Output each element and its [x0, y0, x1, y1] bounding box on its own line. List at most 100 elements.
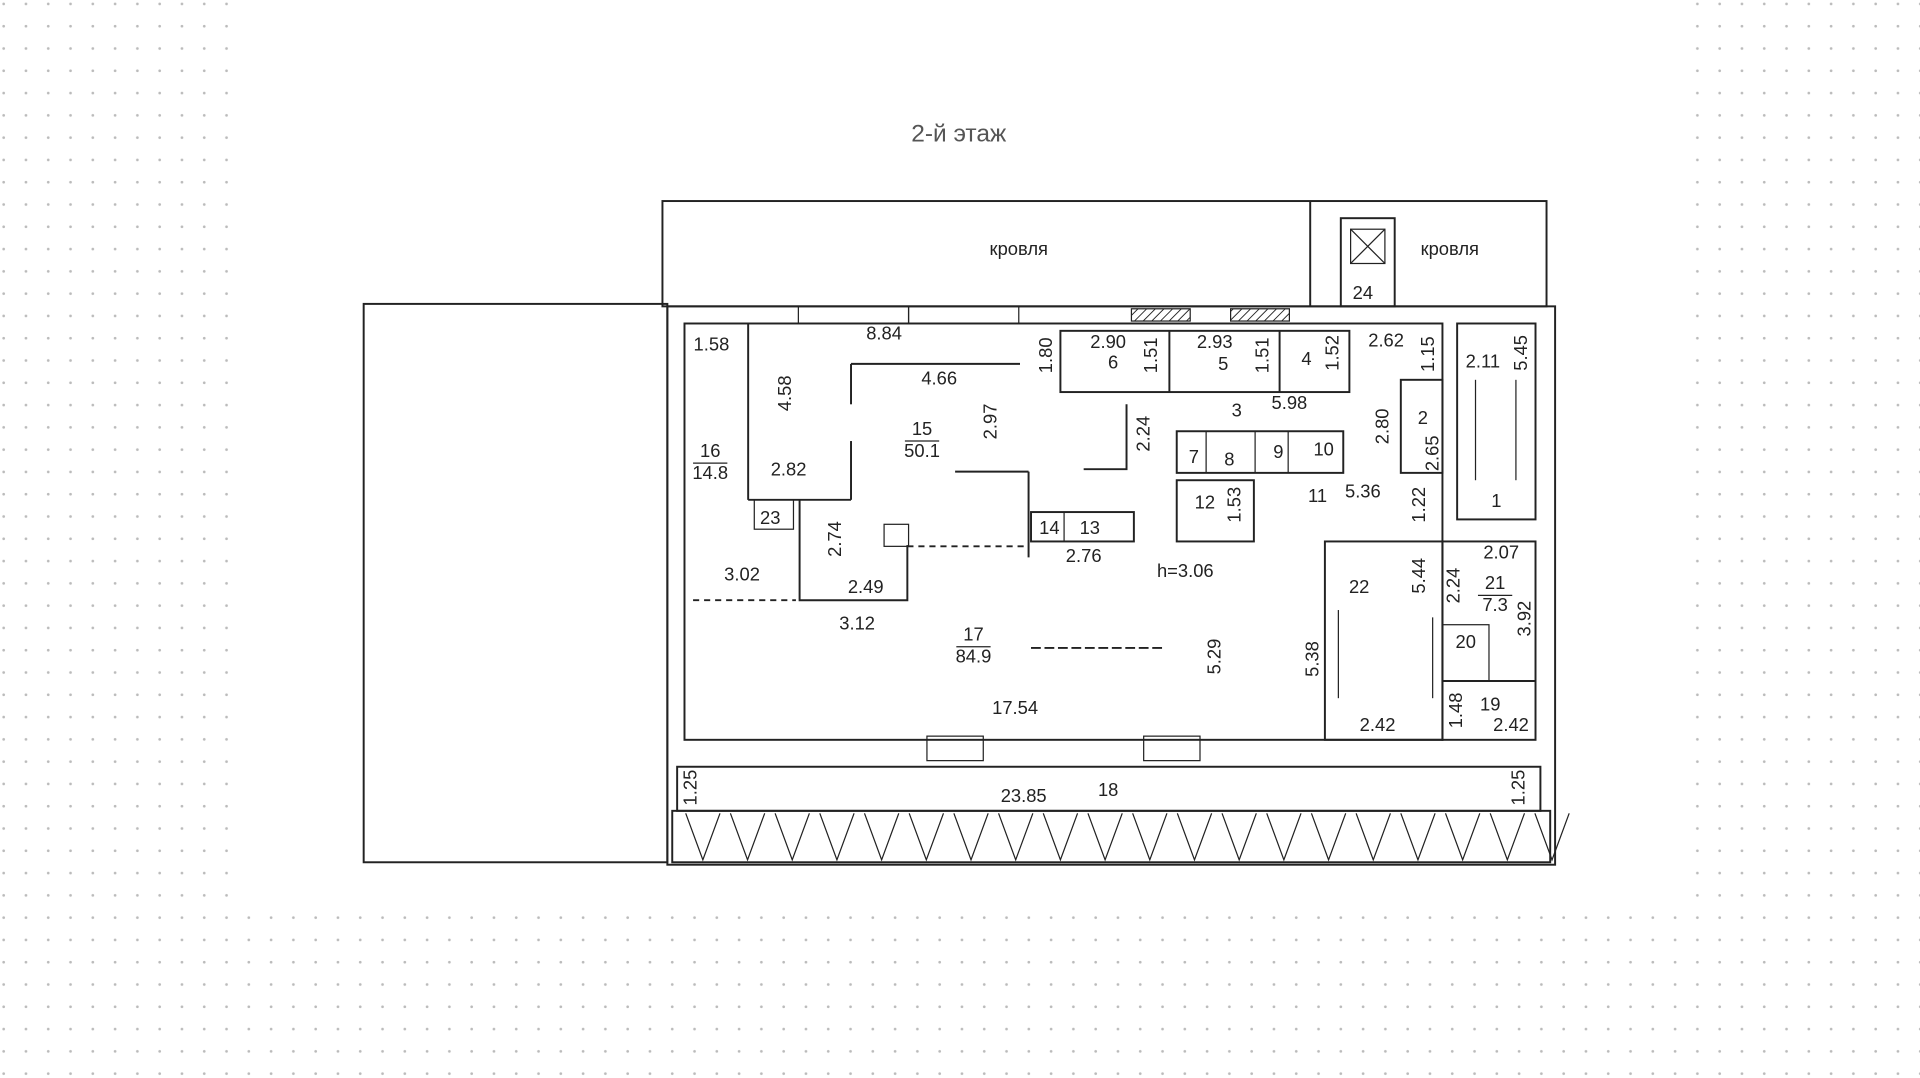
dimension-label: 1.51: [1252, 337, 1273, 373]
ceiling-height: h=3.06: [1157, 560, 1214, 581]
facade-triangle: [997, 813, 1034, 862]
room-number: 19: [1480, 693, 1500, 714]
facade-triangle: [729, 813, 766, 862]
dimension-label: 2.42: [1493, 714, 1529, 735]
dimension-label: 2.24: [1443, 568, 1464, 604]
room-number: 15: [912, 418, 932, 439]
dimension-label: 1.53: [1223, 487, 1244, 523]
walls: [362, 200, 1570, 866]
dimension-label: 3.02: [724, 564, 760, 585]
dimension-label: 2.07: [1483, 542, 1519, 563]
facade-triangle: [863, 813, 900, 862]
dimension-label: 2.82: [771, 458, 807, 479]
room-area: 84.9: [956, 646, 992, 667]
room-number: 8: [1224, 448, 1234, 469]
room-number: 20: [1456, 631, 1476, 652]
dimension-label: 2.65: [1422, 435, 1443, 471]
facade-triangle: [1400, 813, 1436, 862]
dimension-label: 2.24: [1133, 416, 1154, 452]
dimension-label: 2.74: [824, 521, 845, 557]
dimension-label: 2.93: [1197, 331, 1233, 352]
facade-triangle: [953, 813, 989, 862]
facade-triangle: [819, 813, 855, 862]
dimension-label: 2.90: [1090, 331, 1126, 352]
room-number: 9: [1273, 441, 1283, 462]
dimension-label: 1.51: [1140, 337, 1161, 373]
dimension-label: 2.76: [1066, 545, 1102, 566]
room-number: 17: [963, 624, 983, 645]
room-number: 7: [1189, 446, 1199, 467]
facade-triangle: [908, 813, 945, 862]
dimension-label: 1.15: [1417, 336, 1438, 372]
roof-labels: кровля кровля: [990, 238, 1479, 259]
dimension-label: 5.29: [1204, 639, 1225, 675]
room-number: 2: [1418, 407, 1428, 428]
dimension-label: 1.52: [1321, 335, 1342, 371]
roof-label: кровля: [1421, 238, 1479, 259]
dimension-label: 2.11: [1466, 351, 1500, 372]
room-number: 21: [1485, 572, 1505, 593]
dimension-label: 3.92: [1514, 601, 1535, 637]
facade-triangle: [1444, 813, 1481, 862]
dimension-label: 2.62: [1368, 330, 1404, 351]
dimension-label: 2.49: [848, 576, 884, 597]
roof-label: кровля: [990, 238, 1048, 259]
dimension-label: 4.66: [921, 368, 957, 389]
facade-triangle: [1310, 813, 1347, 862]
facade-triangle: [1489, 813, 1526, 862]
room-number: 3: [1232, 399, 1242, 420]
dimension-label: 1.48: [1445, 693, 1466, 729]
facade-triangle: [685, 813, 721, 862]
room-number: 1: [1491, 490, 1501, 511]
room-number: 22: [1349, 576, 1369, 597]
room-area: 7.3: [1482, 594, 1508, 615]
facade-triangle: [774, 813, 810, 862]
dimension-label: 4.58: [774, 375, 795, 411]
room-number: 16: [700, 440, 720, 461]
dimension-label: 23.85: [1001, 785, 1047, 806]
dimension-label: 17.54: [992, 697, 1038, 718]
dimension-label: 1.25: [1507, 770, 1528, 806]
facade-triangle: [1355, 813, 1391, 862]
facade-triangle: [1132, 813, 1168, 862]
room-number: 4: [1301, 348, 1311, 369]
dimension-label: 5.44: [1408, 558, 1429, 594]
room-number: 6: [1108, 352, 1118, 373]
room-number: 13: [1080, 517, 1100, 538]
dimension-label: 1.22: [1408, 487, 1429, 523]
room-number: 24: [1353, 282, 1373, 303]
dimension-label: 2.97: [980, 404, 1001, 440]
floor-title: 2-й этаж: [911, 120, 1007, 147]
dimension-label: 2.80: [1372, 408, 1393, 444]
room-number: 11: [1308, 485, 1327, 506]
facade-triangle: [1176, 813, 1213, 862]
room-number: 12: [1195, 491, 1215, 512]
dimension-label: 8.84: [866, 322, 902, 343]
room-number: 10: [1313, 439, 1333, 460]
room-number: 23: [760, 507, 780, 528]
facade-triangle: [1042, 813, 1079, 862]
room-area: 50.1: [904, 440, 940, 461]
facade-triangle: [1266, 813, 1302, 862]
dimension-label: 5.98: [1272, 392, 1308, 413]
dimension-label: 2.42: [1360, 714, 1396, 735]
room-number: 18: [1098, 779, 1118, 800]
facade-triangle: [1534, 813, 1570, 862]
dimension-label: 1.25: [680, 770, 701, 806]
dimension-label: 5.45: [1510, 335, 1531, 371]
dimension-label: 3.12: [839, 613, 875, 634]
dimension-label: 1.58: [694, 333, 730, 354]
facade-triangle: [1221, 813, 1257, 862]
dimension-label: 5.36: [1345, 480, 1381, 501]
dimension-labels: 2.62 1.15 1.58 8.84 2.90 1.51 2.93 1.51 1.52 1.80…: [680, 322, 1535, 806]
facade-triangles: [685, 813, 1570, 862]
dimension-label: 1.80: [1035, 337, 1056, 373]
facade-triangle: [1087, 813, 1123, 862]
room-number: 14: [1039, 517, 1059, 538]
stairs: [1337, 379, 1517, 699]
room-area: 14.8: [692, 462, 728, 483]
room-number: 5: [1218, 353, 1228, 374]
